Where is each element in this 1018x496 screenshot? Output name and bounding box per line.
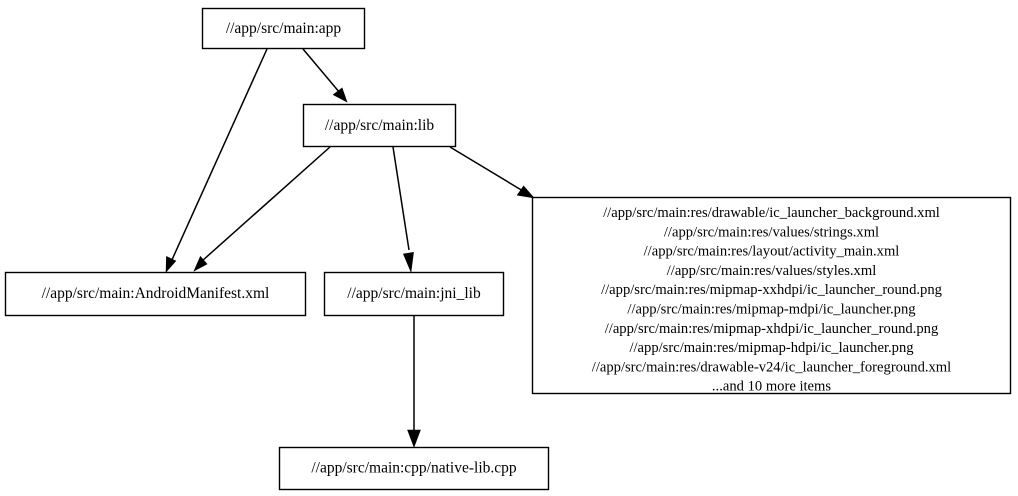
res-cluster-overflow-label: ...and 10 more items	[712, 379, 831, 395]
res-cluster-line-3: //app/src/main:res/layout/activity_main.…	[644, 244, 900, 260]
node-jni-lib[interactable]: //app/src/main:jni_lib	[323, 271, 505, 317]
node-layer: //app/src/main:app //app/src/main:lib //…	[4, 7, 1012, 491]
node-app-box[interactable]	[201, 7, 366, 50]
node-lib-label: //app/src/main:lib	[325, 117, 435, 134]
edge-jni-lib-to-native-lib	[407, 316, 421, 448]
node-res-cluster[interactable]: //app/src/main:res/drawable/ic_launcher_…	[531, 196, 1012, 395]
res-cluster-line-4: //app/src/main:res/values/styles.xml	[667, 263, 877, 279]
res-cluster-line-8: //app/src/main:res/mipmap-hdpi/ic_launch…	[629, 340, 914, 356]
node-app-label: //app/src/main:app	[226, 20, 342, 37]
res-cluster-line-2: //app/src/main:res/values/strings.xml	[664, 224, 879, 240]
node-lib-box[interactable]	[302, 103, 457, 148]
node-native-lib-cpp[interactable]: //app/src/main:cpp/native-lib.cpp	[278, 446, 550, 491]
node-native-lib-cpp-label: //app/src/main:cpp/native-lib.cpp	[311, 460, 517, 477]
edge-layer	[165, 48, 535, 448]
node-native-lib-cpp-box[interactable]	[278, 446, 550, 491]
res-cluster-line-7: //app/src/main:res/mipmap-xhdpi/ic_launc…	[605, 321, 939, 337]
node-androidmanifest-label: //app/src/main:AndroidManifest.xml	[42, 285, 270, 302]
node-androidmanifest[interactable]: //app/src/main:AndroidManifest.xml	[4, 271, 307, 317]
res-cluster-line-1: //app/src/main:res/drawable/ic_launcher_…	[603, 205, 940, 221]
edge-lib-to-jni-lib	[392, 146, 414, 274]
edge-lib-to-manifest	[193, 146, 331, 272]
node-jni-lib-label: //app/src/main:jni_lib	[347, 285, 481, 302]
edge-app-to-lib	[302, 48, 348, 103]
res-cluster-line-9: //app/src/main:res/drawable-v24/ic_launc…	[592, 359, 951, 375]
node-androidmanifest-box[interactable]	[4, 271, 307, 317]
node-lib[interactable]: //app/src/main:lib	[302, 103, 457, 148]
edge-app-to-manifest	[165, 48, 268, 273]
res-cluster-line-5: //app/src/main:res/mipmap-xxhdpi/ic_laun…	[601, 282, 943, 298]
res-cluster-line-6: //app/src/main:res/mipmap-mdpi/ic_launch…	[627, 302, 916, 318]
edge-lib-to-res-cluster	[449, 146, 535, 199]
node-res-cluster-box[interactable]	[531, 196, 1012, 395]
node-app[interactable]: //app/src/main:app	[201, 7, 366, 50]
node-jni-lib-box[interactable]	[323, 271, 505, 317]
